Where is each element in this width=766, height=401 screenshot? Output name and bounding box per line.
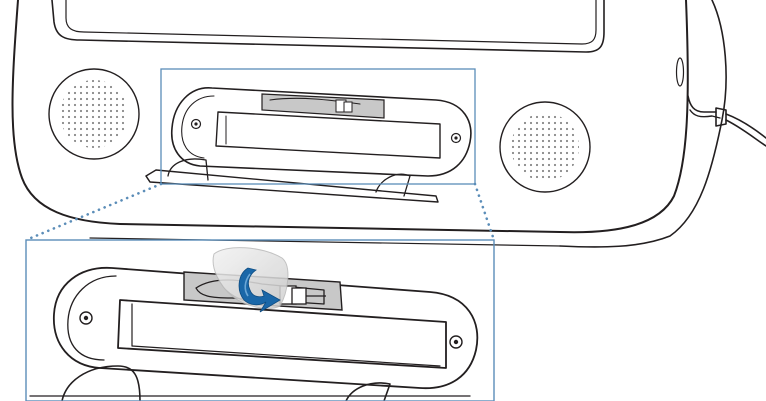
rotate-arrow-icon [238,267,281,313]
memory-door-small [145,87,472,203]
callout-detail-box [25,239,495,401]
left-speaker [48,68,140,160]
right-speaker [499,101,591,193]
callout-leader-lines [24,182,496,242]
callout-source-box [160,68,476,185]
computer-base [11,0,766,248]
